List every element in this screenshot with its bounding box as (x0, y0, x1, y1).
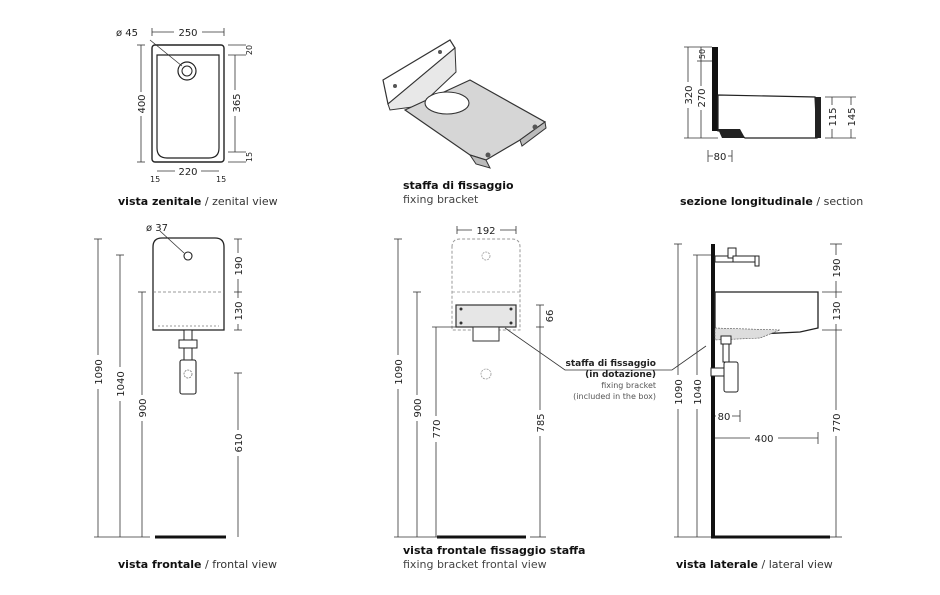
caption-section: sezione longitudinale / section (680, 195, 864, 208)
overflow-hole (183, 251, 193, 261)
dim-front-1040: 1040 (116, 371, 127, 396)
basin-ghost (451, 238, 521, 331)
dim-hole-diameter: ø 45 (116, 28, 138, 39)
dim-bracket-1090: 1090 (394, 359, 405, 384)
siphon (179, 359, 197, 395)
dim-section-320: 320 (684, 85, 695, 104)
dim-side-right: 15 (216, 175, 226, 184)
basin-front (152, 237, 225, 331)
dim-side-770: 770 (832, 413, 843, 432)
basin-inner (156, 54, 220, 159)
dim-front-1090: 1090 (94, 359, 105, 384)
dim-section-145: 145 (847, 107, 858, 126)
dim-section-50: 50 (698, 49, 707, 59)
drain-hole (177, 61, 197, 81)
caption-frontal: vista frontale / frontal view (118, 558, 278, 571)
frontal-bracket-view: 192 66 1090 900 770 785 staffa di fissag… (392, 224, 707, 539)
callout-it-2: (in dotazione) (585, 370, 656, 380)
caption-zenital: vista zenitale / zenital view (118, 195, 278, 208)
dim-bracket-192: 192 (476, 226, 495, 237)
dim-section-270: 270 (697, 88, 708, 107)
dim-top-gap: 20 (245, 45, 254, 55)
dim-width-top: 250 (178, 28, 197, 39)
dim-side-400: 400 (754, 434, 773, 445)
callout-en-2: (included in the box) (573, 392, 656, 401)
callout-it-1: staffa di fissaggio (565, 359, 656, 369)
basin-outline (151, 44, 225, 163)
dim-front-hole: ø 37 (146, 223, 168, 234)
dim-side-1090: 1090 (674, 379, 685, 404)
dim-side-130: 130 (832, 301, 843, 320)
frontal-view: ø 37 1090 1040 900 190 130 610 (92, 223, 245, 539)
dim-width-bottom: 220 (178, 167, 197, 178)
dim-bracket-900: 900 (413, 398, 424, 417)
dim-height-total: 400 (137, 94, 148, 113)
bracket-plate (455, 304, 517, 328)
fixing-bracket-iso (382, 39, 547, 169)
caption-lateral: vista laterale / lateral view (676, 558, 833, 571)
callout-leader (504, 327, 707, 371)
zenital-view: ø 45 250 220 15 15 400 365 20 15 (116, 26, 254, 184)
dim-front-190: 190 (234, 256, 245, 275)
dim-front-610: 610 (234, 433, 245, 452)
dim-side-190: 190 (832, 258, 843, 277)
wall-side (711, 244, 715, 538)
dim-bracket-785: 785 (536, 413, 547, 432)
dim-bracket-66: 66 (545, 310, 556, 323)
dim-front-900: 900 (138, 398, 149, 417)
dim-height-inner: 365 (232, 93, 243, 112)
dim-section-80: 80 (714, 152, 727, 163)
dim-bracket-770: 770 (432, 419, 443, 438)
dim-side-left: 15 (150, 175, 160, 184)
callout-en-1: fixing bracket (601, 381, 656, 390)
dim-side-1040: 1040 (693, 379, 704, 404)
lateral-view: 1090 1040 190 130 770 80 400 (672, 243, 843, 539)
section-view: 320 270 50 115 145 80 (681, 46, 858, 163)
dim-front-130: 130 (234, 301, 245, 320)
siphon-side (723, 361, 739, 393)
wall-section (712, 47, 718, 131)
dim-section-115: 115 (828, 107, 839, 126)
dim-side-80: 80 (718, 412, 731, 423)
dim-bottom-gap: 15 (245, 152, 254, 162)
